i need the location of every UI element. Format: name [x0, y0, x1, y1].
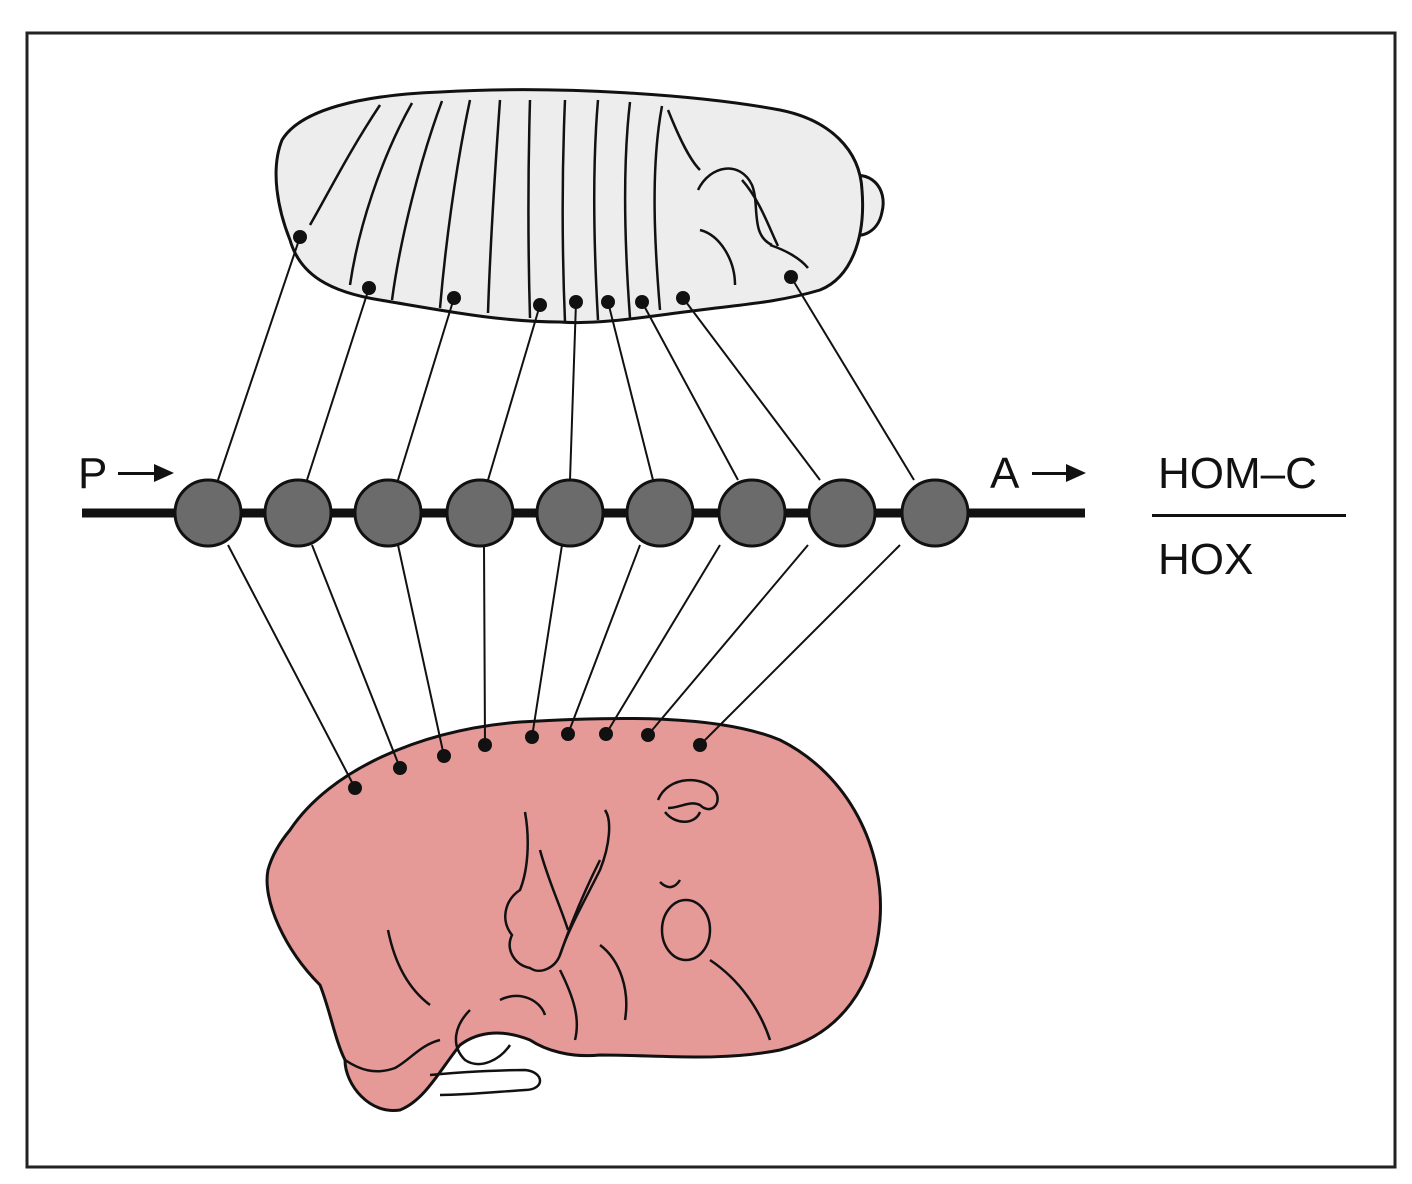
gene-circle-8: [807, 478, 877, 548]
frame-border: [25, 31, 1397, 1169]
posterior-arrow-icon: [118, 464, 174, 482]
gene-circle-7: [717, 478, 787, 548]
hox-label: HOX: [1158, 535, 1254, 584]
gene-circle-4: [445, 478, 515, 548]
hom-c-label: HOM–C: [1158, 449, 1317, 498]
gene-cluster: [173, 478, 970, 548]
mouse-embryo-icon: [265, 716, 882, 1112]
gene-circle-1: [173, 478, 243, 548]
gene-circle-3: [353, 478, 423, 548]
connector-lines: [217, 236, 915, 789]
label-divider: [1152, 514, 1346, 517]
gene-circle-9: [900, 478, 970, 548]
posterior-label: P: [78, 449, 108, 498]
gene-circle-6: [625, 478, 695, 548]
anterior-arrow-icon: [1032, 464, 1086, 482]
fly-embryo-icon: [274, 88, 885, 325]
gene-circle-5: [535, 478, 605, 548]
gene-circle-2: [263, 478, 333, 548]
anterior-label: A: [990, 449, 1020, 498]
